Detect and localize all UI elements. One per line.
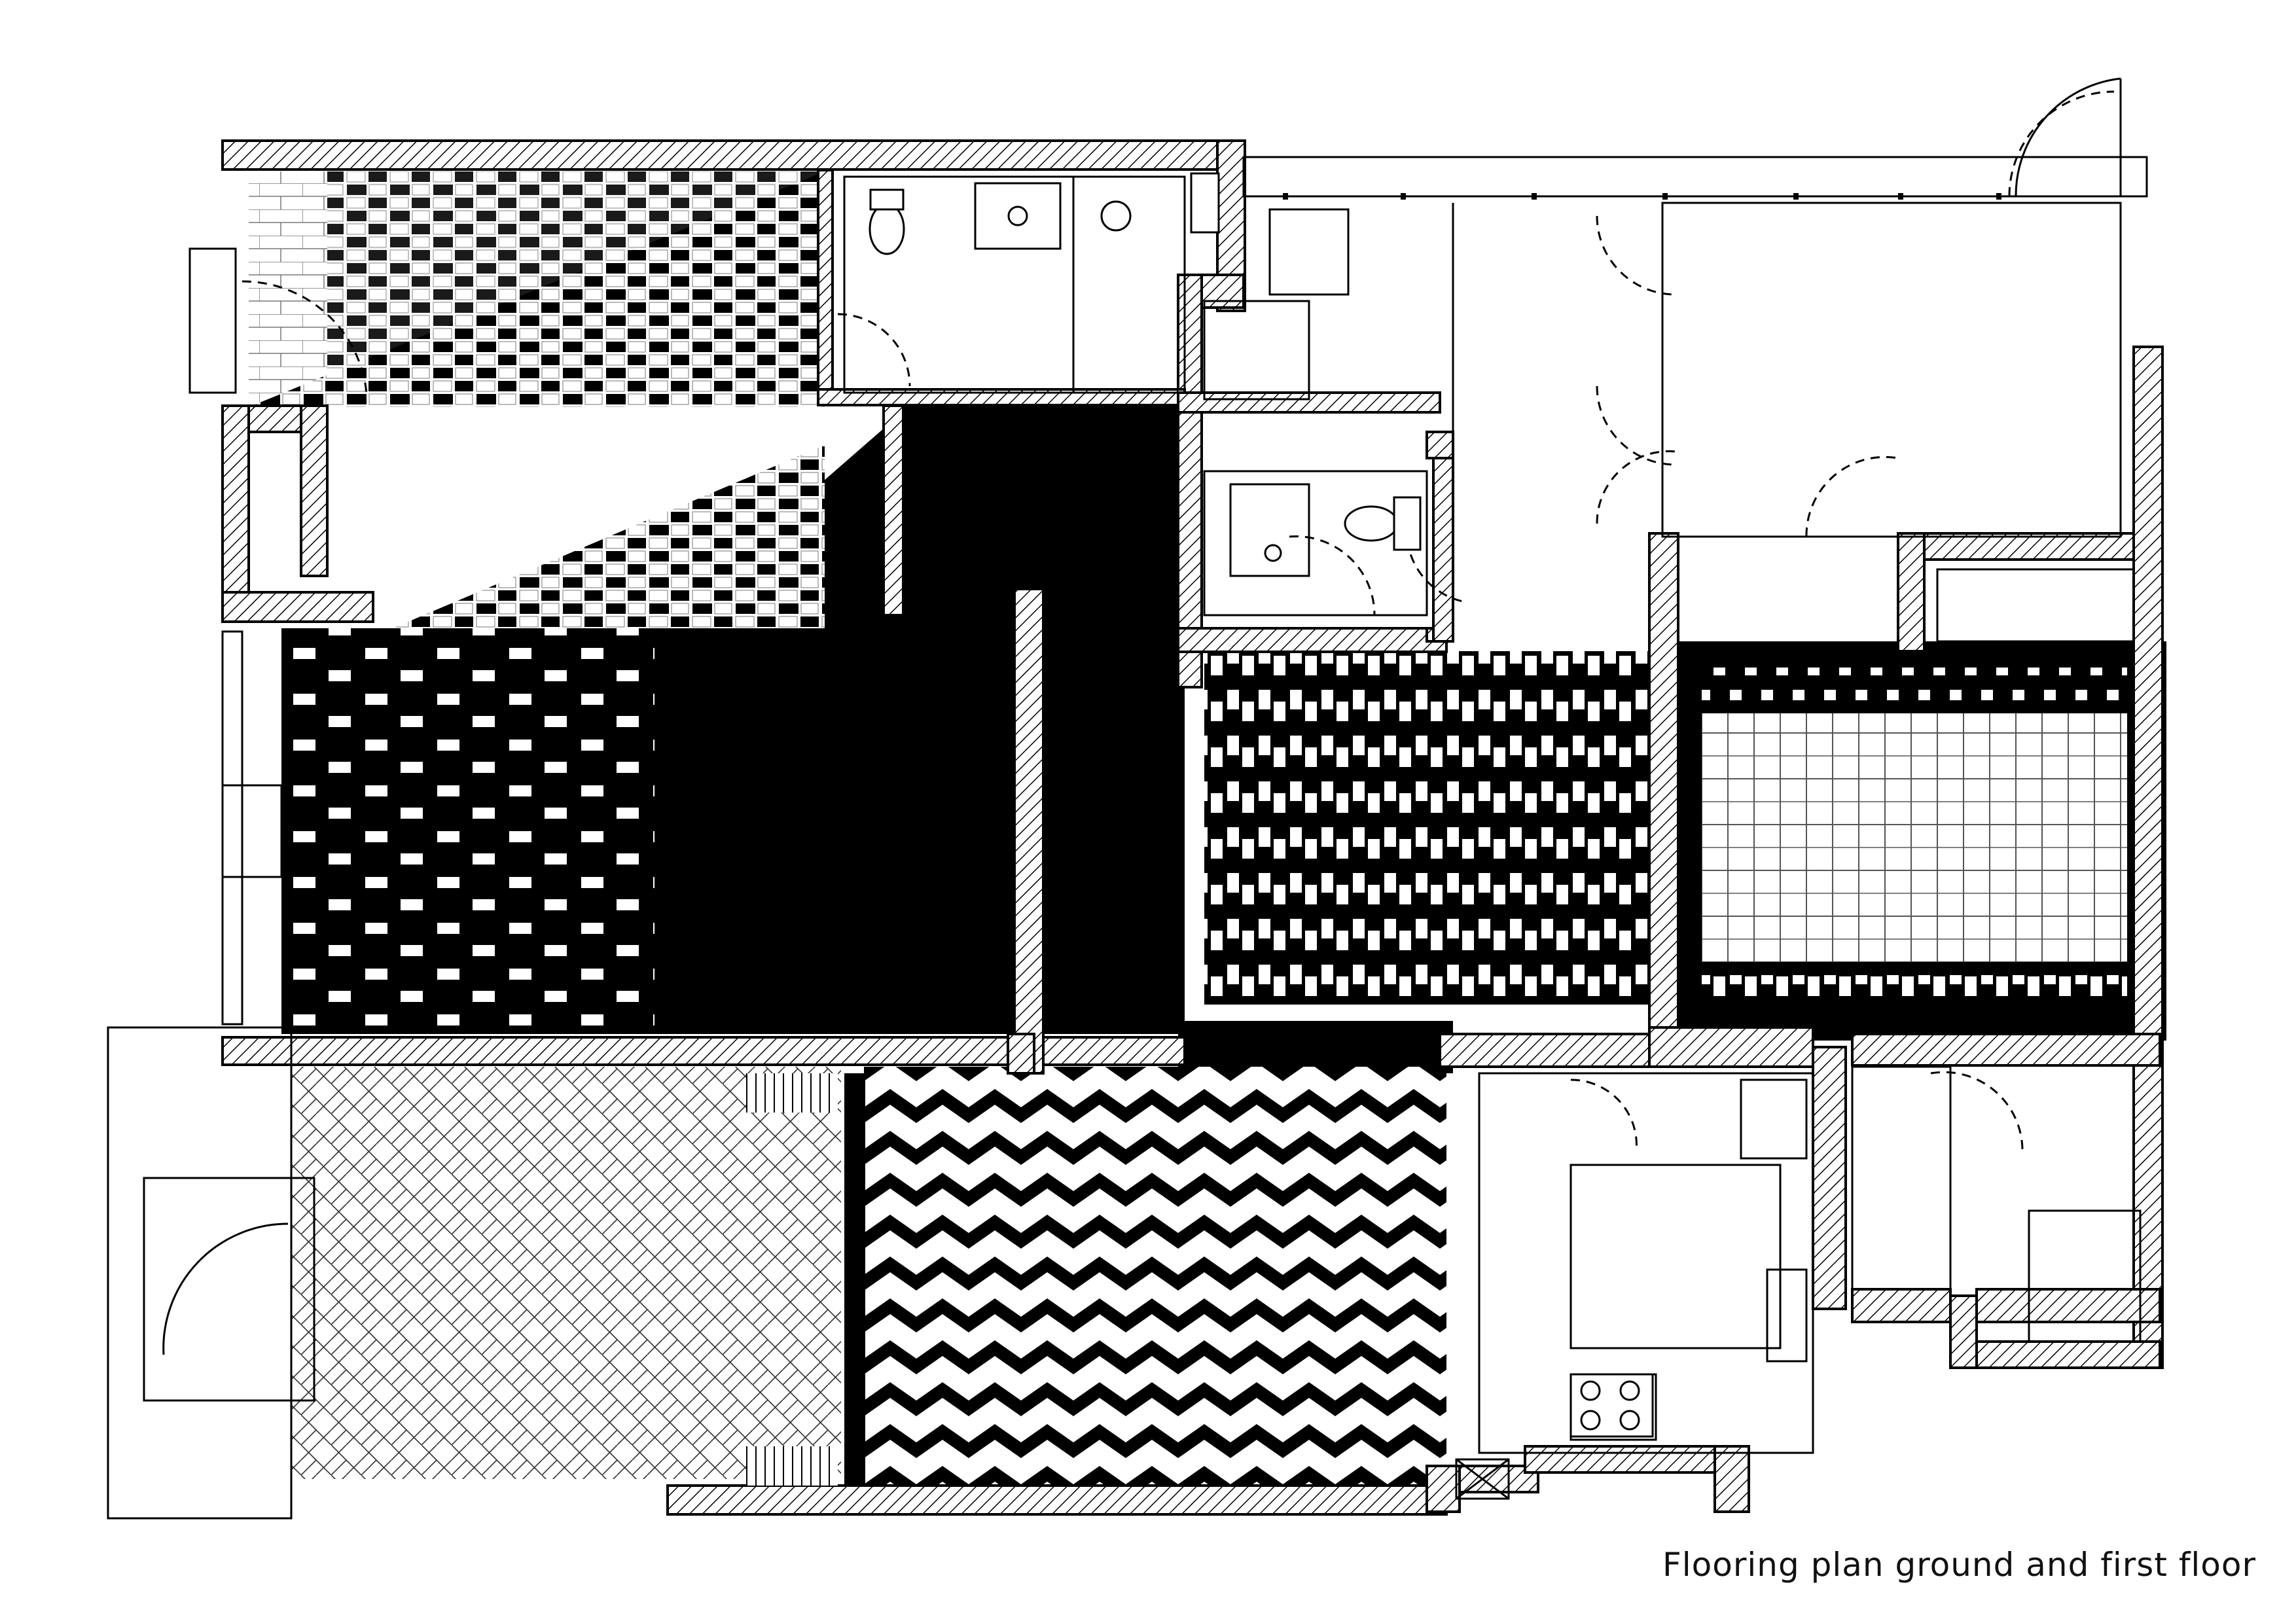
kitchen-sink	[1766, 1268, 1808, 1363]
toilet-top	[869, 203, 905, 255]
linework	[107, 156, 2148, 1520]
basin-mid	[1264, 544, 1282, 562]
door-swings	[242, 90, 2115, 1152]
top-door-swing	[2015, 77, 2121, 197]
floor-chevron-edge	[844, 1073, 865, 1486]
floor-stack-band-bottom	[1702, 975, 2127, 1008]
entry-door-swing	[162, 1222, 289, 1355]
sanitary-fixtures	[869, 172, 1422, 562]
basin-top	[1007, 205, 1028, 226]
floor-dark-upper	[393, 445, 825, 628]
stair-treads-left	[746, 1073, 838, 1113]
stair-block	[1190, 172, 1220, 234]
plan-caption: Flooring plan ground and first floor	[1662, 1546, 2257, 1584]
floor-dark-diagonal	[655, 406, 910, 1034]
floor-brick-gradient-wedge	[249, 171, 825, 407]
stair-treads-bottom	[746, 1446, 838, 1486]
floor-basketweave	[1204, 651, 1649, 1005]
floor-herringbone	[291, 1067, 841, 1479]
floor-chevron	[864, 1067, 1446, 1486]
floor-stack-band-top	[1702, 668, 2127, 700]
floor-black-hall-strip	[1178, 1021, 1453, 1073]
toilet-mid	[1344, 505, 1399, 542]
extractor-box	[1455, 1458, 1510, 1500]
window-mullions	[1283, 193, 2001, 200]
shower-drain	[1100, 200, 1132, 232]
floor-stack-field	[1702, 713, 2127, 962]
stove	[1570, 1373, 1654, 1438]
